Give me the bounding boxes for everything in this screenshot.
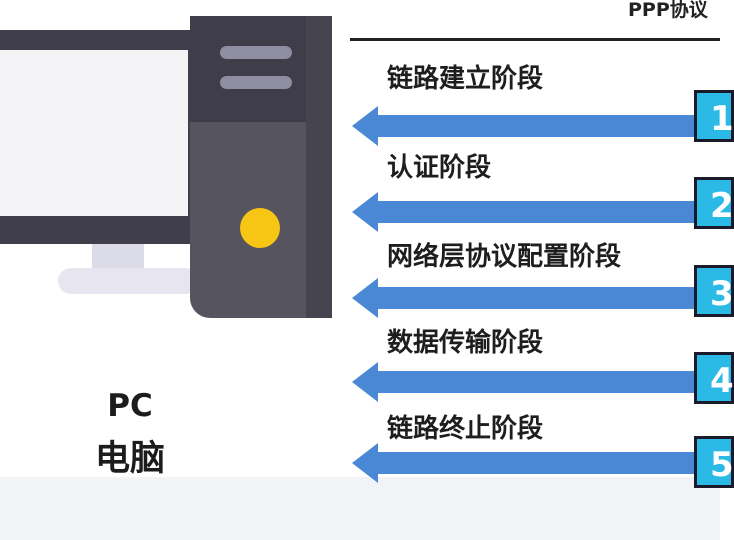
drive-slot (220, 46, 292, 59)
drive-slot (220, 76, 292, 89)
title-divider (350, 38, 720, 41)
power-button-icon (240, 208, 280, 248)
stage-number-box: 2 (694, 177, 734, 229)
left-arrow-icon (352, 362, 702, 402)
stage-number-box: 4 (694, 352, 734, 404)
left-arrow-icon (352, 443, 702, 483)
stage-number: 3 (710, 274, 734, 314)
stage-label: 链路建立阶段 (387, 64, 544, 94)
stage-number-box: 3 (694, 265, 734, 317)
pc-label: PC (107, 388, 153, 424)
stage-number: 2 (710, 186, 734, 226)
stage-number-box: 5 (694, 436, 734, 488)
computer-label: 电脑 (94, 439, 165, 479)
stage-label: 网络层协议配置阶段 (387, 242, 622, 272)
stage-number: 5 (710, 445, 734, 485)
stage-number: 1 (710, 99, 734, 139)
protocol-title: PPP协议 (628, 0, 708, 21)
footer-band (0, 477, 720, 540)
stage-label: 数据传输阶段 (387, 328, 544, 358)
monitor-stand-base (58, 268, 198, 294)
tower-side-edge (306, 16, 332, 318)
left-arrow-icon (352, 278, 702, 318)
stage-label: 链路终止阶段 (387, 414, 544, 444)
stage-number: 4 (710, 361, 734, 401)
left-arrow-icon (352, 106, 702, 146)
stage-number-box: 1 (694, 90, 734, 142)
monitor-screen (0, 50, 188, 216)
monitor-stand-neck (92, 244, 144, 272)
computer-tower (190, 16, 332, 318)
left-arrow-icon (352, 192, 702, 232)
stage-label: 认证阶段 (387, 153, 492, 183)
